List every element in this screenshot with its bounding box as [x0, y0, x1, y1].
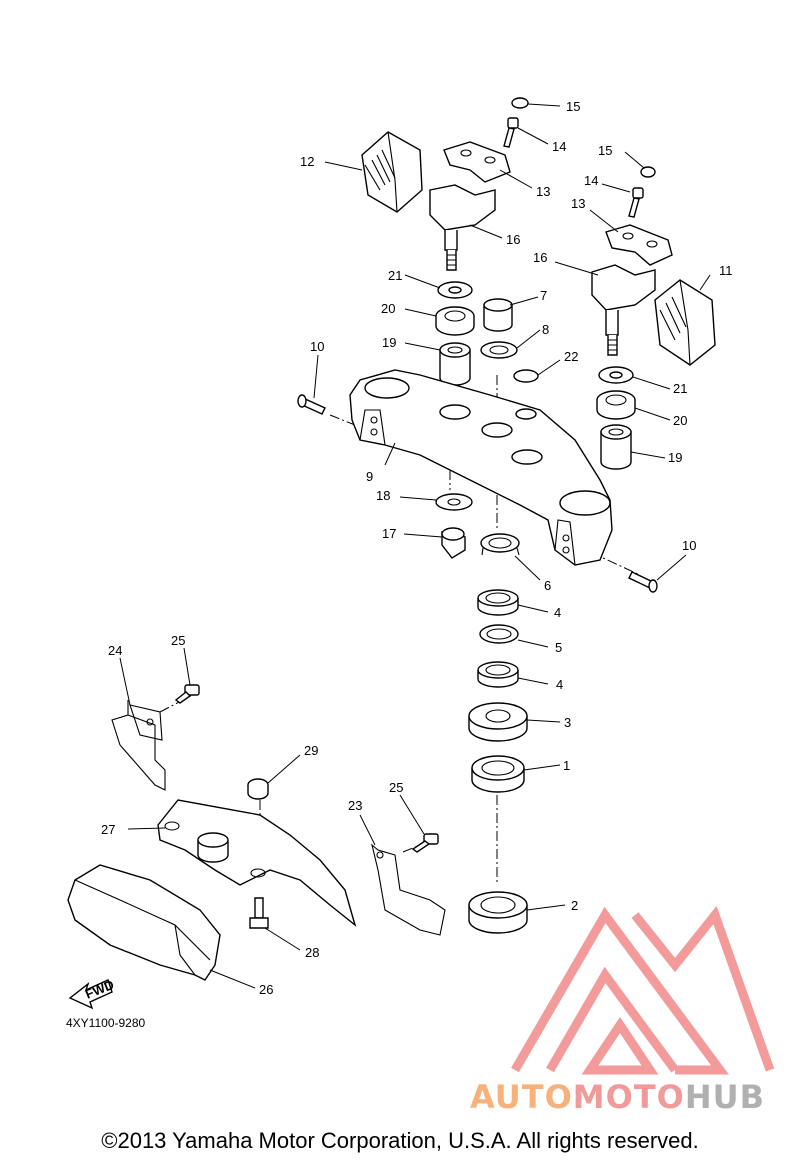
cap-nut-7	[483, 298, 513, 332]
callout-9: 9	[366, 469, 373, 484]
plug-22	[513, 369, 539, 383]
callout-24: 24	[108, 643, 122, 658]
bolt-cap-right	[640, 166, 656, 178]
leader-lines	[119, 103, 711, 989]
damper-20-right	[596, 390, 636, 420]
callout-27: 27	[101, 822, 115, 837]
callout-13: 13	[571, 196, 585, 211]
bracket-23	[371, 843, 446, 936]
bolt-cap-left	[511, 97, 529, 109]
callout-15: 15	[566, 99, 580, 114]
diagram-code: 4XY1100-9280	[66, 1016, 146, 1030]
callout-5: 5	[555, 640, 562, 655]
callout-4: 4	[554, 605, 561, 620]
wordmark-auto: AUTO	[470, 1078, 573, 1116]
callout-3: 3	[564, 715, 571, 730]
callout-23: 23	[348, 798, 362, 813]
callout-2: 2	[571, 898, 578, 913]
callout-8: 8	[542, 322, 549, 337]
damper-20-left	[435, 306, 475, 336]
pinch-bolt-right	[628, 571, 658, 593]
bracket-24	[111, 700, 166, 791]
callout-13: 13	[536, 184, 550, 199]
callout-19: 19	[382, 335, 396, 350]
forward-arrow: FWD	[68, 977, 116, 1010]
handlebar-cover-right	[654, 279, 716, 366]
callout-4: 4	[556, 677, 563, 692]
bolt-28	[249, 897, 269, 929]
lower-handlebar-holder-right	[591, 264, 656, 356]
lock-washer-6	[480, 533, 520, 556]
bearing-2	[468, 891, 528, 934]
nut-17	[441, 527, 466, 559]
callout-14: 14	[552, 139, 566, 154]
bolt-25-lower	[411, 833, 439, 853]
bush-19-left	[439, 342, 471, 386]
rubber-washer-5	[479, 624, 519, 644]
wordmark-moto: MOTO	[572, 1078, 685, 1116]
callout-26: 26	[259, 982, 273, 997]
callout-28: 28	[305, 945, 319, 960]
callout-25: 25	[171, 633, 185, 648]
ring-nut-4-upper	[477, 589, 519, 616]
callout-6: 6	[544, 578, 551, 593]
callout-19: 19	[668, 450, 682, 465]
washer-21-left	[437, 281, 473, 299]
bolt-right-upper	[628, 187, 644, 218]
automotohub-wordmark: AUTOMOTOHUB	[470, 1078, 765, 1116]
callout-22: 22	[564, 349, 578, 364]
ring-nut-4-lower	[477, 661, 519, 688]
callout-1: 1	[563, 758, 570, 773]
callout-29: 29	[304, 743, 318, 758]
callout-20: 20	[381, 301, 395, 316]
callout-14: 14	[584, 173, 598, 188]
callout-numbers: 15 14 12 13 15 14 13 16 16 11 21 7 20 8 …	[101, 99, 733, 997]
bolt-left-upper	[503, 117, 519, 148]
callout-25: 25	[389, 780, 403, 795]
bearing-1	[471, 755, 525, 793]
upper-bracket	[349, 369, 613, 566]
callout-7: 7	[540, 288, 547, 303]
bolt-25-upper	[174, 684, 200, 704]
callout-20: 20	[673, 413, 687, 428]
callout-21: 21	[673, 381, 687, 396]
automotohub-logo	[511, 905, 775, 1075]
lower-handlebar-holder-left	[429, 184, 496, 271]
copyright-notice: ©2013 Yamaha Motor Corporation, U.S.A. A…	[101, 1128, 699, 1153]
callout-11: 11	[719, 263, 733, 278]
washer-8	[480, 341, 518, 359]
grommet-29	[247, 778, 269, 800]
callout-18: 18	[376, 488, 390, 503]
callout-10: 10	[682, 538, 696, 553]
callout-15: 15	[598, 143, 612, 158]
wordmark-hub: HUB	[684, 1078, 766, 1116]
upper-handlebar-holder-right	[605, 224, 673, 266]
bearing-cover-3	[468, 702, 528, 742]
washer-21-right	[598, 366, 634, 384]
upper-handlebar-holder-left	[443, 141, 511, 183]
cover-26	[67, 864, 221, 981]
cover-plate-27	[157, 799, 357, 927]
handlebar-cover-left	[361, 131, 423, 213]
callout-17: 17	[382, 526, 396, 541]
bush-19-right	[600, 424, 632, 470]
callout-10: 10	[310, 339, 324, 354]
callout-16: 16	[506, 232, 520, 247]
callout-21: 21	[388, 268, 402, 283]
washer-18	[435, 493, 473, 511]
callout-12: 12	[300, 154, 314, 169]
pinch-bolt-left	[297, 394, 326, 415]
callout-16: 16	[533, 250, 547, 265]
